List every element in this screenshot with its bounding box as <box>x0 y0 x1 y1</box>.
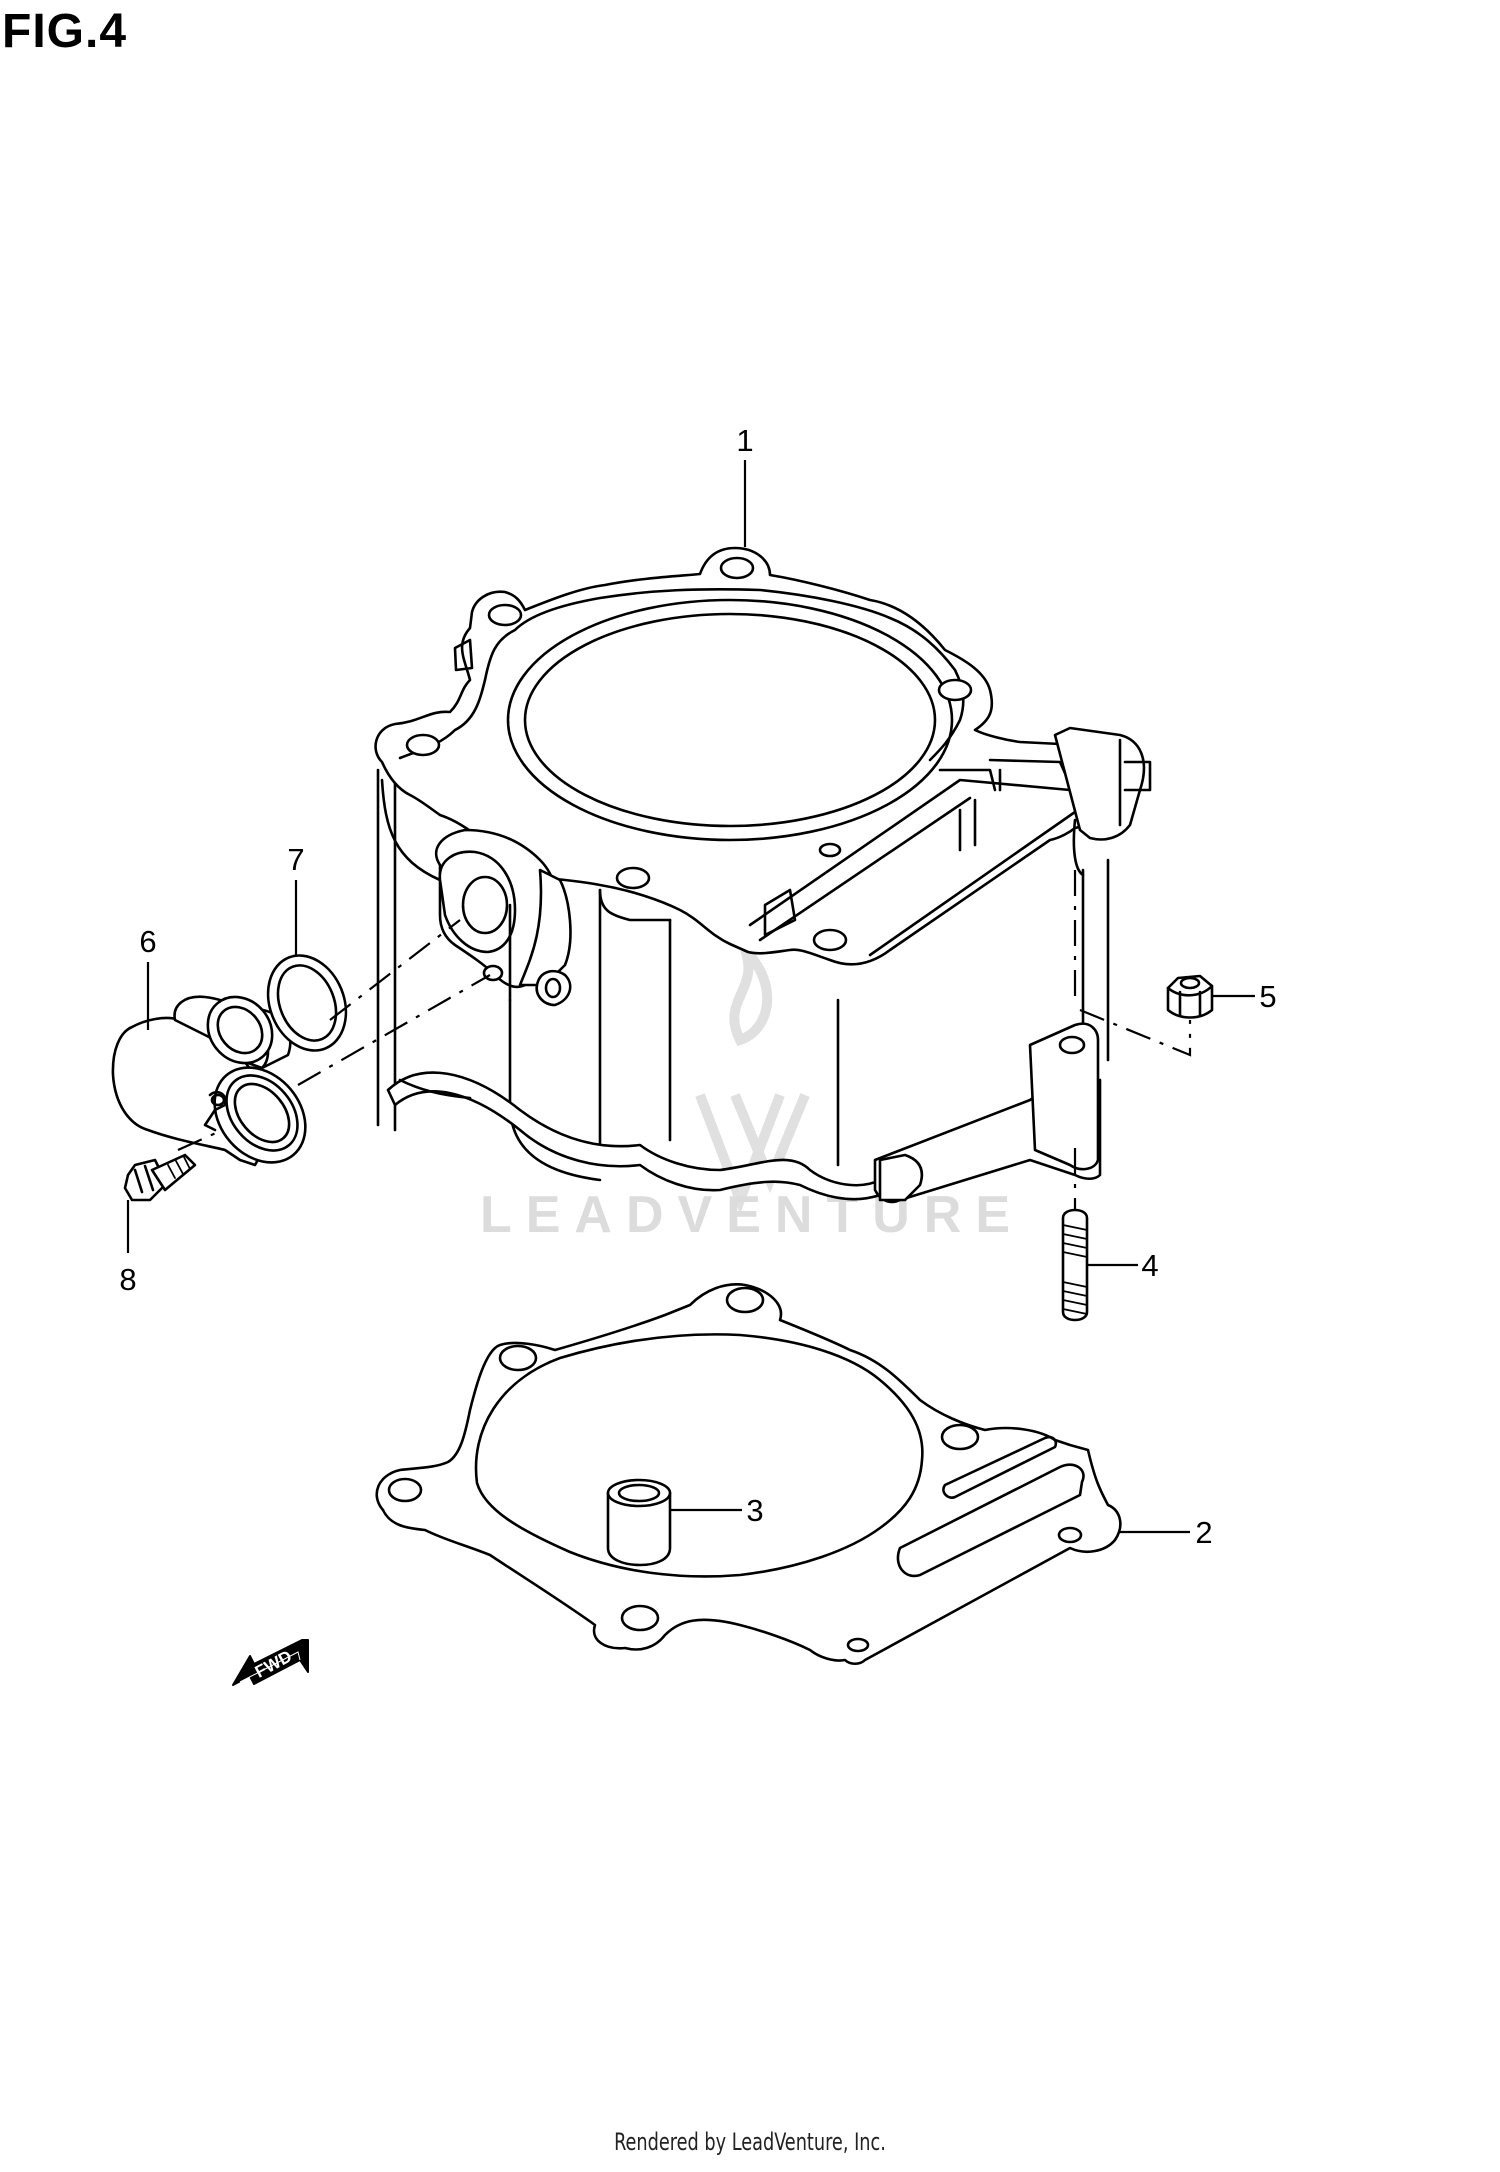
part-5-nut[interactable] <box>1166 974 1214 1019</box>
part-3-dowel-pin[interactable] <box>606 1478 672 1567</box>
assembly-lines <box>177 870 1192 1210</box>
part-7-o-ring[interactable] <box>254 944 359 1063</box>
watermark-text: LEADVENTURE <box>480 1186 1024 1244</box>
part-6-water-inlet-pipe[interactable] <box>111 984 324 1181</box>
fwd-arrow-label: FWD <box>252 1647 295 1682</box>
callout-3: 3 <box>746 1493 763 1528</box>
fwd-arrow-icon <box>232 1639 309 1686</box>
callout-8: 8 <box>119 1262 136 1297</box>
fwd-arrow: FWD <box>232 1639 309 1686</box>
callout-numbers: 1 2 3 4 5 6 7 8 <box>119 423 1276 1550</box>
footer-credit: Rendered by LeadVenture, Inc. <box>614 2128 886 2156</box>
callout-6: 6 <box>139 924 156 959</box>
part-2-gasket[interactable] <box>375 1283 1122 1666</box>
callout-leaders <box>126 460 1255 1534</box>
callout-1: 1 <box>736 423 753 458</box>
part-8-bolt[interactable] <box>123 1153 197 1202</box>
callout-4: 4 <box>1141 1248 1158 1283</box>
part-1-cylinder[interactable] <box>374 546 1152 1204</box>
part-4-stud-bolt[interactable] <box>1061 1208 1089 1322</box>
callout-7: 7 <box>287 842 304 877</box>
figure-title: FIG.4 <box>2 5 128 58</box>
callout-5: 5 <box>1259 979 1276 1014</box>
callout-2: 2 <box>1195 1515 1212 1550</box>
